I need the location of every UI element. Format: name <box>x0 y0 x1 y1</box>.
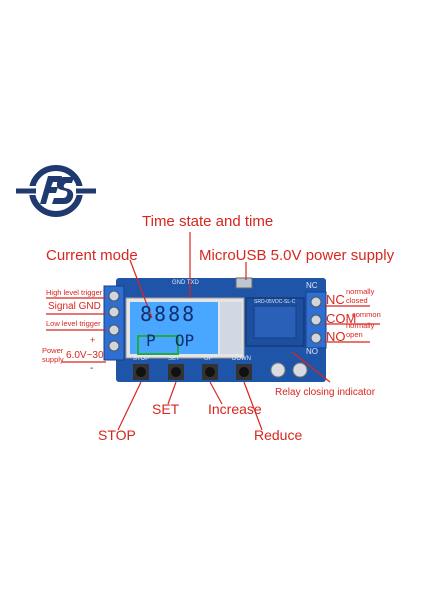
signal-gnd-label: Signal GND <box>48 301 101 312</box>
voltage-label: 6.0V~30V <box>66 350 111 361</box>
fs-logo-icon <box>14 165 98 217</box>
low-trigger-label: Low level trigger <box>46 319 101 328</box>
reduce-label: Reduce <box>254 427 303 443</box>
set-label: SET <box>152 401 180 417</box>
relay-indicator-label: Relay closing indicator <box>275 387 376 398</box>
board-button-up: UP <box>204 356 213 362</box>
board-nc-text: NC <box>306 281 318 290</box>
lcd-screen <box>130 302 218 354</box>
increase-label: Increase <box>208 401 262 417</box>
nc-desc-label: normally closed <box>346 287 375 305</box>
usb-port <box>235 277 253 289</box>
nc-label: NC <box>326 292 345 307</box>
power-supply-label: Power supply <box>42 346 64 364</box>
no-label: NO <box>326 329 346 344</box>
board-button-stop: STOP <box>133 356 150 362</box>
high-trigger-label: High level trigger <box>46 288 103 297</box>
com-label: COM <box>326 311 357 326</box>
lcd-mode: P OP <box>146 331 195 350</box>
current-mode-label: Current mode <box>46 247 138 264</box>
lcd-digits: 8888 <box>140 302 197 326</box>
header-pins-text: GND TXD <box>172 280 199 286</box>
microusb-label: MicroUSB 5.0V power supply <box>199 247 395 264</box>
stop-label: STOP <box>98 427 136 443</box>
plus-text: + <box>90 335 96 345</box>
no-desc-label: normally open <box>346 321 375 339</box>
board-button-down: DOWN <box>232 356 251 362</box>
minus-text: - <box>90 363 94 374</box>
relay-model-text: SRD-05VDC-SL-C <box>254 299 296 305</box>
board-buttons <box>133 364 252 380</box>
board-button-set: SET <box>168 356 180 362</box>
board-no-text: NO <box>306 347 318 356</box>
time-state-label: Time state and time <box>142 213 274 230</box>
com-desc-label: common <box>352 310 381 319</box>
